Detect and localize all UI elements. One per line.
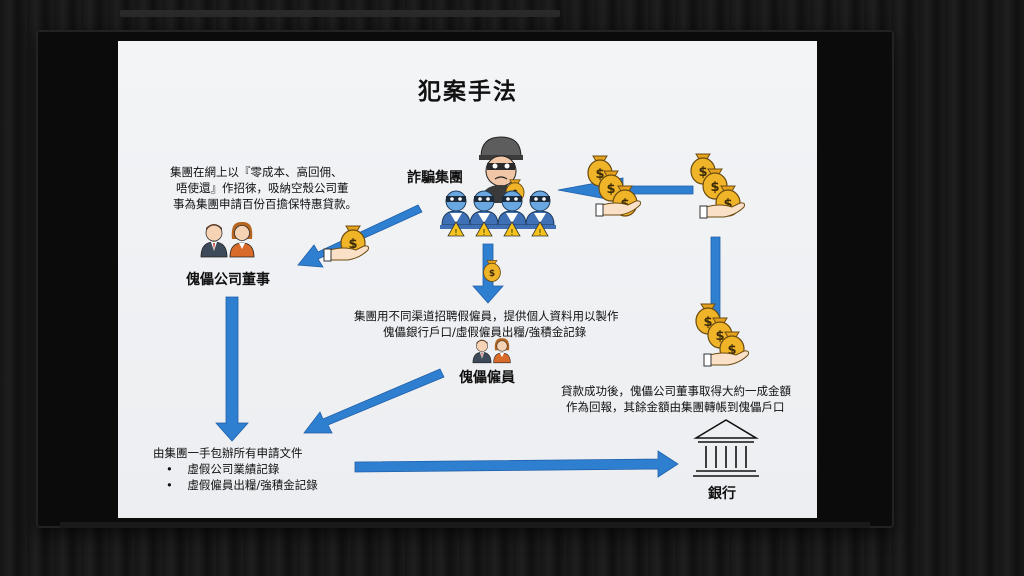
presentation-slide: 犯案手法 $ ! bbox=[118, 41, 817, 518]
recruit-text-line2: 唔使還』作招徠，吸納空殼公司董 bbox=[176, 181, 349, 195]
loan-text-line2: 作為回報，其餘金額由集團轉帳到傀儡戶口 bbox=[566, 400, 785, 414]
diagram-graphics: $ ! bbox=[200, 136, 759, 478]
puppet-employees-icon bbox=[472, 337, 511, 364]
docs-heading: 由集團一手包辦所有申請文件 bbox=[153, 446, 303, 460]
puppet-employee-label: 傀儡僱員 bbox=[459, 370, 515, 386]
employee-text-line2: 傀儡銀行戶口/虛假僱員出糧/強積金記錄 bbox=[383, 325, 587, 339]
docs-bullet-2: • 虛假僱員出糧/強積金記錄 bbox=[166, 478, 318, 492]
money-bags-right bbox=[695, 303, 749, 367]
loan-text-line1: 貸款成功後，傀儡公司董事取得大約一成金額 bbox=[561, 384, 791, 398]
syndicate-label: 詐騙集團 bbox=[407, 170, 463, 186]
puppet-directors-icon bbox=[200, 221, 255, 258]
monitor-stand bbox=[60, 522, 870, 528]
puppet-director-label: 傀儡公司董事 bbox=[186, 272, 270, 288]
docs-bullet-1: • 虛假公司業績記錄 bbox=[166, 462, 280, 476]
money-bags-top-right bbox=[690, 153, 745, 219]
background-fixture bbox=[120, 10, 560, 17]
bank-label: 銀行 bbox=[708, 486, 736, 502]
bank-icon bbox=[693, 419, 759, 477]
syndicate-members bbox=[440, 190, 556, 238]
syndicate-boss bbox=[479, 136, 525, 203]
recruit-text-line3: 事為集團申請百份百擔保特惠貸款。 bbox=[173, 197, 357, 211]
employee-text-line1: 集團用不同渠道招聘假僱員，提供個人資料用以製作 bbox=[354, 309, 619, 323]
recruit-text-line1: 集團在網上以『零成本、高回佣、 bbox=[170, 165, 343, 179]
slide-title: 犯案手法 bbox=[418, 79, 518, 105]
